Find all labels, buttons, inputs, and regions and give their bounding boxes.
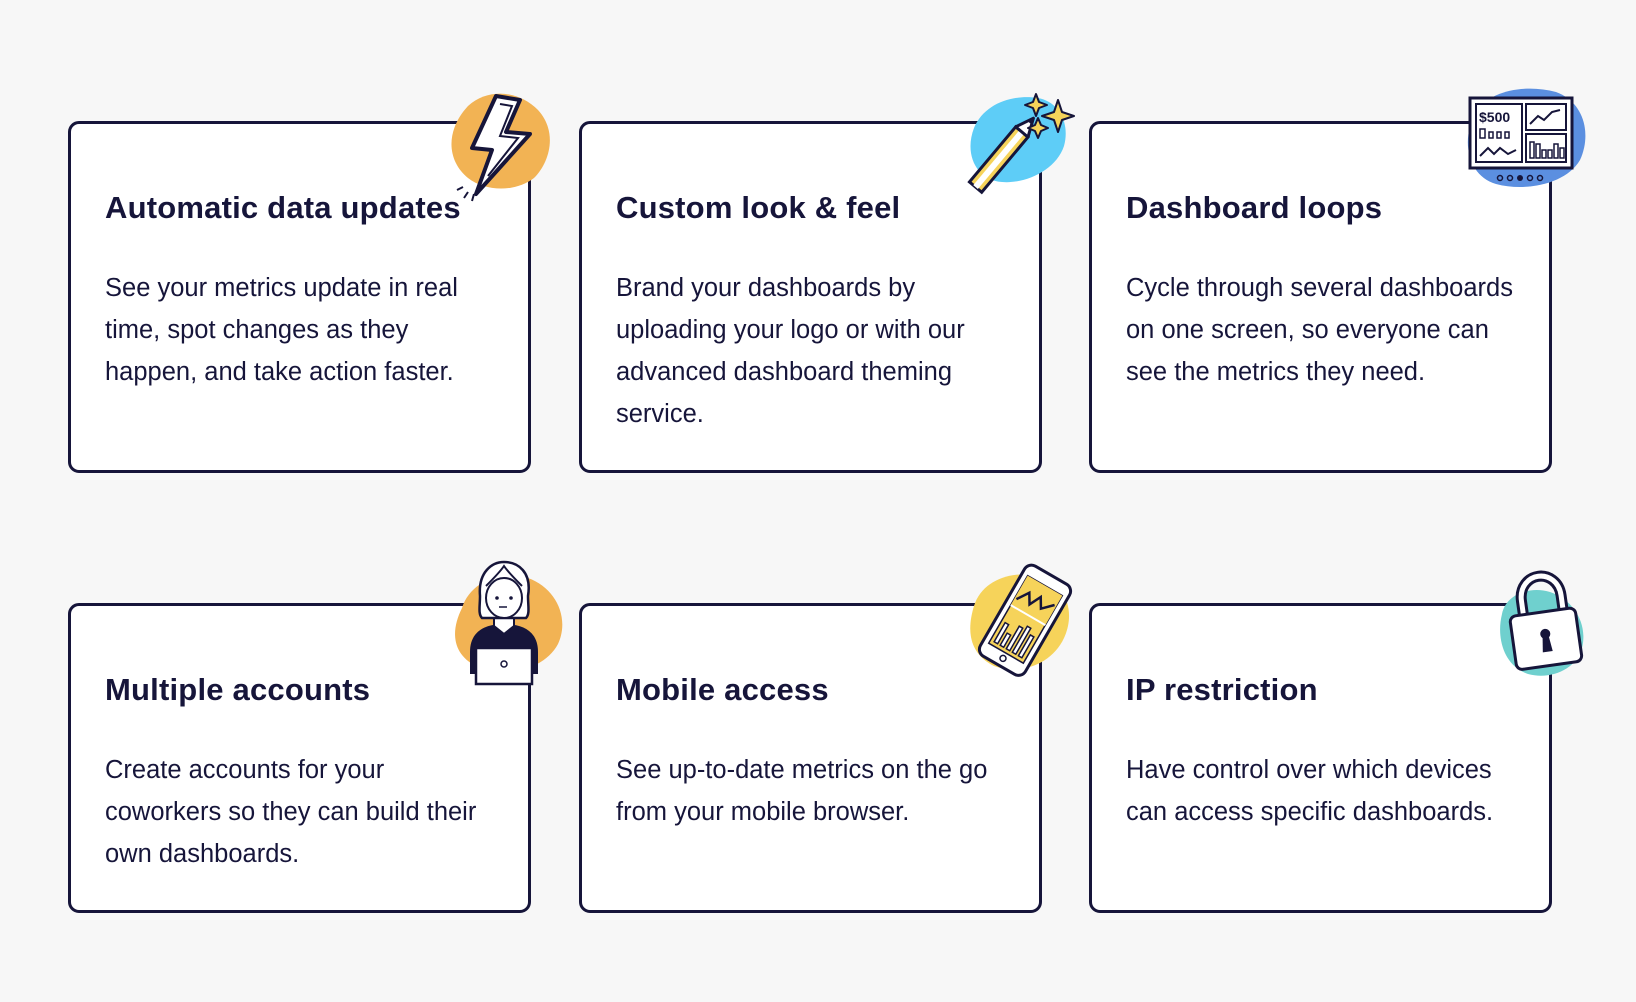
feature-title: Custom look & feel: [616, 190, 901, 225]
feature-title: Dashboard loops: [1126, 190, 1383, 225]
feature-title: Automatic data updates: [105, 190, 461, 225]
feature-card-custom-look-feel: Custom look & feel Brand your dashboards…: [579, 121, 1042, 473]
mobile-phone-chart-icon: [970, 563, 1073, 677]
dashboard-monitor-icon: $500: [1467, 88, 1586, 187]
lightning-bolt-icon: [451, 93, 550, 202]
person-laptop-icon: [455, 560, 563, 686]
feature-card-dashboard-loops: Dashboard loops Cycle through several da…: [1089, 121, 1552, 473]
feature-title: IP restriction: [1126, 672, 1318, 707]
feature-card-automatic-data-updates: Automatic data updates See your metrics …: [68, 121, 531, 473]
feature-description: Cycle through several dashboards on one …: [1126, 274, 1513, 386]
dashboard-amount: $500: [1479, 109, 1510, 125]
feature-description: Brand your dashboards by uploading your …: [616, 274, 965, 428]
feature-description: See your metrics update in real time, sp…: [105, 274, 458, 386]
feature-description: Have control over which devices can acce…: [1126, 756, 1494, 826]
pencil-sparkles-icon: [967, 93, 1075, 195]
feature-card-mobile-access: Mobile access See up-to-date metrics on …: [579, 603, 1042, 913]
feature-card-multiple-accounts: Multiple accounts Create accounts for yo…: [68, 603, 531, 913]
padlock-icon: [1500, 570, 1584, 676]
feature-title: Multiple accounts: [105, 672, 371, 707]
feature-description: Create accounts for your coworkers so th…: [105, 756, 477, 868]
feature-card-ip-restriction: IP restriction Have control over which d…: [1089, 603, 1552, 913]
feature-description: See up-to-date metrics on the go from yo…: [616, 756, 988, 826]
feature-title: Mobile access: [616, 672, 829, 707]
